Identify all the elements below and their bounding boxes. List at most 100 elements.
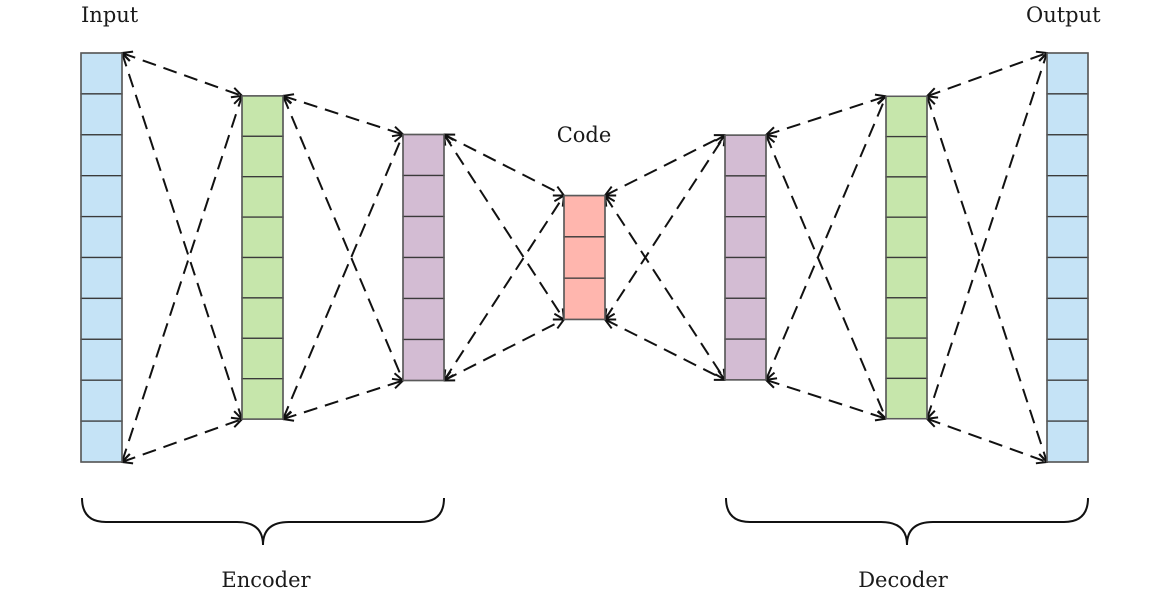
layer-frame: [241, 95, 284, 420]
neuron-cell: [1046, 297, 1089, 340]
connection-cross-down: [283, 96, 403, 381]
neuron-cell: [724, 216, 767, 259]
connection-top: [766, 96, 886, 135]
connection-top: [444, 135, 564, 196]
layer-frame: [724, 134, 767, 381]
connection-bottom: [927, 419, 1047, 462]
neuron-cell: [724, 297, 767, 340]
connection-bottom: [283, 381, 403, 420]
connection-cross-down: [444, 135, 564, 320]
connection-cross-down: [605, 196, 725, 380]
neuron-cell: [80, 134, 123, 177]
input-label: Input: [81, 3, 139, 27]
connection-top: [605, 135, 725, 195]
layer-code: [563, 194, 606, 321]
layer-enc2: [402, 133, 445, 382]
neuron-cell: [885, 337, 928, 380]
neuron-cell: [885, 216, 928, 259]
neuron-cell: [885, 256, 928, 299]
neuron-cell: [724, 175, 767, 218]
neuron-cell: [1046, 134, 1089, 177]
neuron-cell: [1046, 52, 1089, 95]
neuron-cell: [885, 176, 928, 218]
neuron-cell: [80, 379, 123, 422]
neuron-cell: [241, 95, 284, 137]
connection-top: [122, 53, 242, 96]
neuron-cell: [724, 338, 767, 381]
connection-cross-up: [927, 53, 1047, 419]
neuron-cell: [241, 135, 284, 178]
neuron-cell: [724, 134, 767, 177]
layer-dec2: [885, 95, 928, 420]
neuron-cell: [241, 216, 284, 259]
neuron-cell: [402, 256, 445, 300]
connection-cross-down: [122, 53, 242, 419]
neuron-cell: [241, 337, 284, 380]
neuron-cell: [402, 338, 445, 382]
connection-top: [927, 53, 1047, 96]
neuron-cell: [80, 256, 123, 300]
layer-frame: [885, 95, 928, 420]
layer-output: [1046, 52, 1089, 463]
layer-dec1: [724, 134, 767, 381]
output-label: Output: [1026, 3, 1101, 27]
neuron-cell: [80, 420, 123, 463]
neuron-cell: [80, 93, 123, 136]
connection-cross-up: [605, 135, 725, 319]
neuron-cell: [885, 297, 928, 339]
connection-cross-up: [122, 96, 242, 462]
neuron-cell: [80, 52, 123, 95]
neuron-cell: [1046, 338, 1089, 381]
neuron-cell: [1046, 215, 1089, 259]
connection-cross-down: [927, 96, 1047, 462]
connection-cross-up: [283, 135, 403, 420]
neuron-cell: [563, 277, 606, 321]
neuron-cell: [563, 236, 606, 279]
neuron-cell: [241, 297, 284, 339]
neuron-cell: [885, 135, 928, 178]
neuron-cell: [402, 297, 445, 341]
decoder-brace: [725, 497, 1089, 546]
layer-enc1: [241, 95, 284, 420]
layer-frame: [80, 52, 123, 463]
connection-bottom: [444, 319, 564, 380]
braces: [81, 497, 1089, 546]
connection-bottom: [605, 319, 725, 379]
neuron-cell: [80, 215, 123, 259]
layer-input: [80, 52, 123, 463]
neuron-cell: [80, 297, 123, 340]
neuron-cell: [80, 175, 123, 218]
neuron-cell: [724, 256, 767, 299]
connection-cross-up: [766, 96, 886, 380]
connection-bottom: [766, 380, 886, 419]
neuron-cell: [402, 133, 445, 177]
neuron-cell: [1046, 93, 1089, 136]
connection-cross-up: [444, 196, 564, 381]
neuron-cell: [1046, 256, 1089, 300]
neuron-cell: [402, 215, 445, 259]
neuron-cell: [241, 256, 284, 299]
neuron-cell: [1046, 175, 1089, 218]
neuron-cell: [402, 174, 445, 218]
layer-frame: [563, 194, 606, 321]
encoder-label: Encoder: [221, 568, 311, 592]
neuron-cell: [885, 377, 928, 420]
connections: [122, 53, 1047, 462]
layer-frame: [402, 133, 445, 382]
neuron-cell: [1046, 379, 1089, 422]
decoder-label: Decoder: [858, 568, 949, 592]
neuron-cell: [80, 338, 123, 381]
neuron-cell: [241, 378, 284, 420]
connection-cross-down: [766, 135, 886, 419]
layers: [80, 52, 1089, 463]
neuron-cell: [241, 176, 284, 218]
neuron-cell: [885, 95, 928, 138]
connection-bottom: [122, 419, 242, 462]
layer-frame: [1046, 52, 1089, 463]
neuron-cell: [563, 194, 606, 238]
connection-top: [283, 96, 403, 135]
code-label: Code: [557, 123, 612, 147]
encoder-brace: [81, 497, 445, 546]
neuron-cell: [1046, 420, 1089, 463]
